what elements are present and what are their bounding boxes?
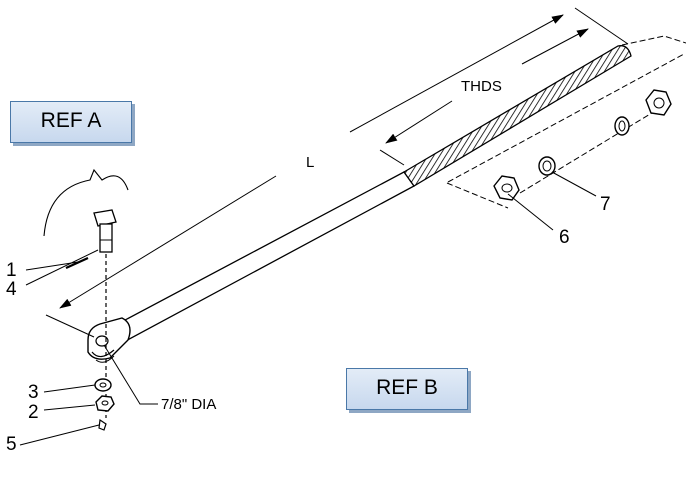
- dim-label-length: L: [306, 154, 314, 171]
- callout-1: 1: [6, 260, 17, 281]
- rod-threads: [403, 45, 632, 187]
- clevis-pin-shank: [99, 223, 113, 253]
- clevis-end: [87, 317, 131, 360]
- cotter-key: [65, 256, 89, 270]
- dim-l-lower: [59, 175, 277, 309]
- lock-washer-upper: [614, 116, 630, 136]
- rod-body: [109, 171, 415, 345]
- dim-label-diameter: 7/8" DIA: [161, 396, 216, 413]
- hex-nut-upper: [645, 89, 672, 116]
- tie-rod: [87, 45, 632, 363]
- clevis-pin-head: [93, 209, 117, 227]
- callout-3: 3: [28, 382, 39, 403]
- cotter-pin: [98, 418, 107, 431]
- callout-6: 6: [559, 227, 570, 248]
- dimension-lines: [19, 7, 629, 446]
- dim-thds-lower: [385, 100, 453, 144]
- nut-small: [95, 395, 115, 412]
- dim-thds-upper: [521, 28, 589, 65]
- exploded-hardware: [446, 35, 686, 209]
- bracket-curve: [43, 168, 129, 237]
- washer-small: [94, 378, 112, 392]
- hex-nut-6: [493, 175, 520, 201]
- pin-assembly: [43, 168, 129, 431]
- callout-4: 4: [6, 279, 17, 300]
- callout-7: 7: [600, 194, 611, 215]
- clevis-hole: [95, 335, 109, 347]
- lock-washer-7: [538, 156, 556, 176]
- ref-b-button[interactable]: REF B: [346, 368, 468, 410]
- ref-a-button[interactable]: REF A: [10, 101, 132, 143]
- dim-label-threads: THDS: [461, 78, 502, 95]
- dim-l-upper: [349, 14, 564, 133]
- callout-2: 2: [28, 402, 39, 423]
- callout-5: 5: [6, 434, 17, 455]
